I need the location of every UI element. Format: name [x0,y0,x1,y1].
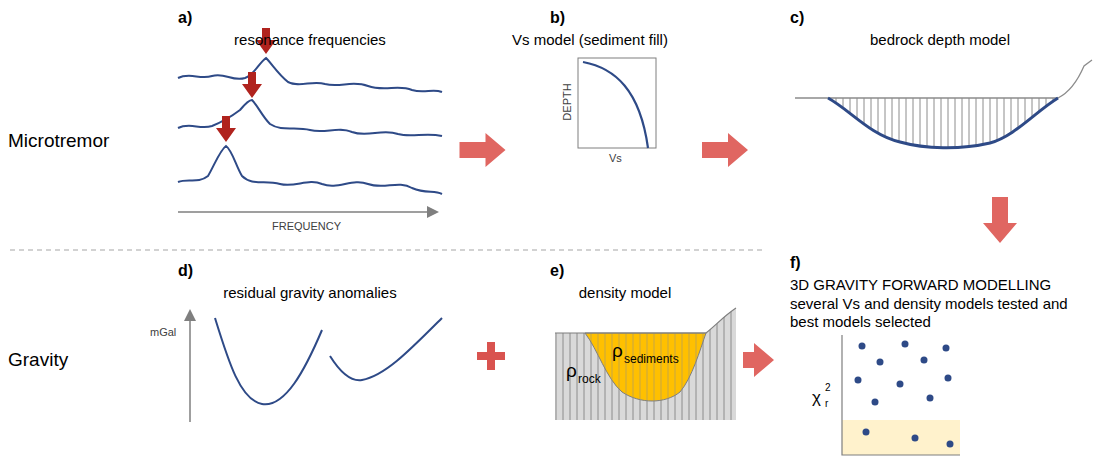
axis-label: DEPTH [561,83,573,120]
bedrock-curve [828,98,1058,148]
panel-title: 3D GRAVITY FORWARD MODELLING [790,276,1051,293]
panel-letter: d) [178,262,193,280]
plus-sign [477,342,505,370]
panel-title: Vs model (sediment fill) [512,31,668,48]
chi-superscript: 2 [825,382,831,393]
ground-line-e [555,308,736,333]
ground-surface [795,60,1092,98]
flow-arrow [702,133,748,167]
panel-title: density model [579,284,672,301]
spectra-curves [178,58,442,194]
panel-group: a) resonance frequencies [160,5,450,245]
panel-letter: e) [550,262,564,280]
row-label: Gravity [8,349,68,371]
density-symbol: ρ [612,340,623,362]
density-symbol: ρ [566,360,577,382]
sediment-body [585,333,706,401]
panel-group: c) bedrock depth model [785,5,1105,190]
panel-title: residual gravity anomalies [223,284,396,301]
arrow-shape [702,133,748,167]
gravity-curves [215,318,442,404]
rock-hatching [555,308,736,420]
vs-curve [583,62,648,148]
panel-letter: f) [790,254,801,272]
arrow-shape [743,343,774,377]
panel-description: several Vs and density models tested and… [790,295,1100,331]
sediment-hatching [826,96,1062,152]
axis-label: Vs [609,152,622,164]
row-label: Microtremor [8,130,109,152]
arrow-shape [983,197,1017,243]
panel-title: resonance frequencies [234,31,386,48]
rock-body [555,308,736,420]
flow-arrow [983,197,1017,243]
panel-letter: b) [550,9,565,27]
chi-subscript: r [825,398,828,409]
sediment-hatching-e [585,333,706,401]
panel-group: f) 3D GRAVITY FORWARD MODELLING several Vs… [780,250,1112,336]
arrow-shape [460,133,506,167]
vs-plot-frame [578,58,656,148]
separator-line [10,249,765,250]
mgal-axis [189,312,191,422]
density-subscript: rock [578,372,601,386]
panel-group: d) residual gravity anomalies [160,258,450,430]
panel-group: e) density model [515,258,737,430]
model-dots [855,341,954,448]
axis-label: mGal [150,326,176,338]
panel-letter: c) [790,9,804,27]
chi-axes [842,335,960,455]
panel-title: bedrock depth model [870,31,1010,48]
flow-arrow [743,343,774,377]
panel-letter: a) [178,9,192,27]
frequency-axis [178,211,436,213]
density-subscript: sediments [624,352,679,366]
flow-arrow [460,133,506,167]
axis-label: FREQUENCY [272,220,341,232]
best-model-band [842,420,960,455]
chi-symbol: χ [812,388,821,408]
panel-group: b) Vs model (sediment fill) [515,5,665,155]
